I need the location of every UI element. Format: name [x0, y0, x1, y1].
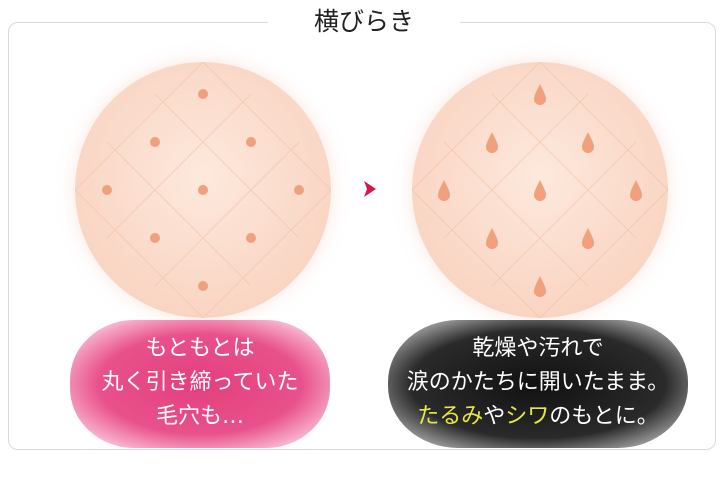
highlight-sagging: たるみ: [417, 404, 484, 429]
pore-grid-after: [412, 62, 668, 318]
caption-text: のもとに。: [549, 404, 659, 429]
round-pore-icon: [198, 89, 208, 99]
caption-before: もともとは 丸く引き締っていた 毛穴も…: [70, 320, 330, 448]
round-pore-icon: [198, 185, 208, 195]
teardrop-pore-icon: [582, 132, 594, 153]
skin-after-illustration: [412, 62, 668, 318]
teardrop-pore-icon: [438, 180, 450, 201]
round-pore-icon: [198, 281, 208, 291]
caption-after-line-1: 乾燥や汚れで: [472, 336, 604, 361]
teardrop-pore-icon: [486, 228, 498, 249]
teardrop-pore-icon: [630, 180, 642, 201]
caption-text: や: [483, 404, 506, 429]
caption-before-line-3: 毛穴も…: [155, 404, 244, 429]
teardrop-pore-icon: [534, 84, 546, 105]
teardrop-pore-icon: [582, 228, 594, 249]
teardrop-pore-icon: [534, 276, 546, 297]
caption-before-line-1: もともとは: [145, 336, 255, 361]
caption-after-line-3: たるみやシワのもとに。: [388, 400, 688, 434]
round-pore-icon: [246, 137, 256, 147]
caption-after: 乾燥や汚れで 涙のかたちに開いたまま。 たるみやシワのもとに。: [388, 320, 688, 448]
teardrop-pore-icon: [534, 180, 546, 201]
round-pore-icon: [150, 137, 160, 147]
caption-before-line-2: 丸く引き締っていた: [101, 370, 299, 395]
round-pore-icon: [294, 185, 304, 195]
round-pore-icon: [246, 233, 256, 243]
skin-before-illustration: [75, 62, 331, 318]
page-title: 横びらき: [268, 4, 460, 40]
round-pore-icon: [102, 185, 112, 195]
teardrop-pore-icon: [486, 132, 498, 153]
triangle-right-icon: [364, 181, 376, 197]
pore-grid-before: [75, 62, 331, 318]
highlight-wrinkles: シワ: [505, 404, 550, 429]
caption-after-line-2: 涙のかたちに開いたまま。: [406, 370, 670, 395]
round-pore-icon: [150, 233, 160, 243]
